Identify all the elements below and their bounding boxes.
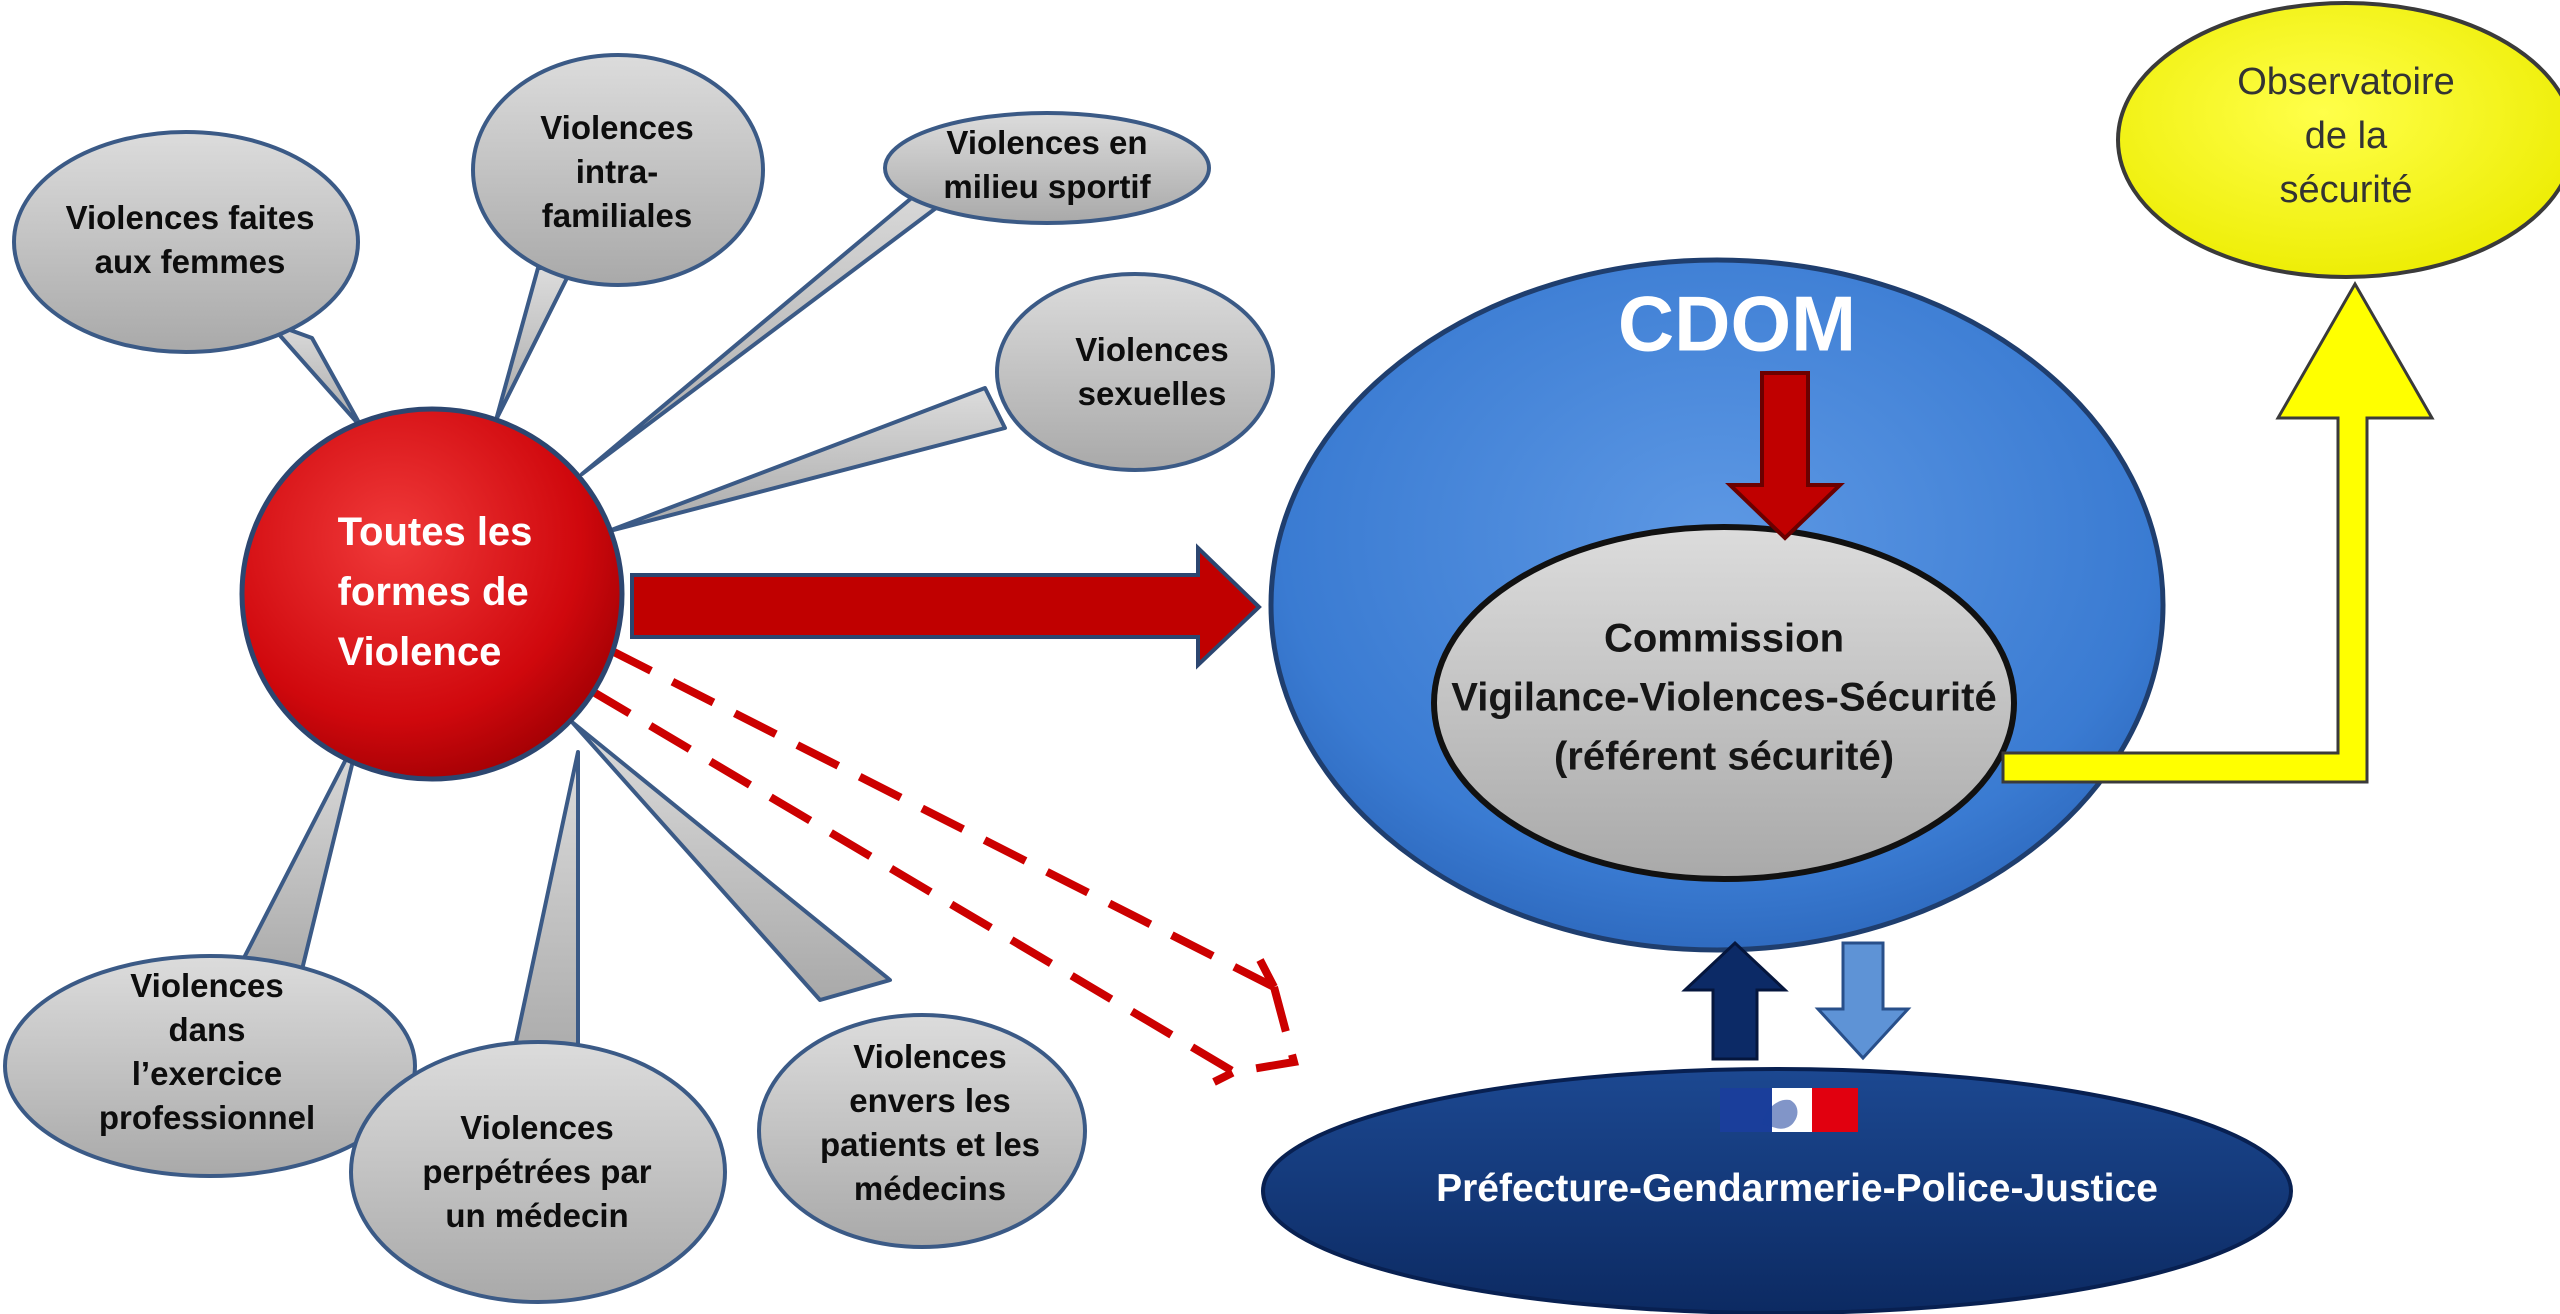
tail-intrafamiliales — [494, 266, 574, 422]
observatoire-ellipse — [2116, 1, 2560, 279]
marianne-flag-icon — [1720, 1088, 1858, 1132]
prefecture-label: Préfecture-Gendarmerie-Police-Justice — [1436, 1167, 2158, 1210]
center-label: Toutes les formes de Violence — [337, 510, 533, 674]
prefecture-ellipse — [1261, 1067, 2293, 1314]
flag-red-stripe — [1812, 1088, 1858, 1132]
cdom-to-prefecture-arrow — [1814, 941, 1912, 1061]
label-violences-femmes: Violences faites aux femmes — [65, 199, 315, 280]
bubble-sexuelles — [995, 272, 1275, 472]
tail-sexuelles — [604, 386, 1007, 534]
bubble-medecin — [349, 1040, 727, 1304]
label-violences-intrafamiliales: Violences intra- familiales — [540, 109, 694, 234]
tail-patients — [570, 720, 892, 1002]
bubble-femmes — [12, 130, 360, 354]
cdom-to-commission-arrow — [1725, 371, 1845, 541]
bubble-intrafamiliales — [471, 53, 765, 287]
tail-professionnel — [228, 730, 362, 988]
label-violences-professionnel: Violences dans l’exercice professionnel — [98, 967, 316, 1136]
commission-ellipse — [1431, 524, 2017, 882]
center-to-prefecture-dashed-arrow — [587, 646, 1299, 1086]
commission-to-observatoire-arrow — [2001, 280, 2435, 784]
tail-medecin — [508, 750, 580, 1072]
cdom-label: CDOM — [1617, 279, 1857, 368]
prefecture-to-cdom-arrow — [1681, 940, 1789, 1061]
tail-femmes — [266, 320, 364, 430]
label-violences-sportif: Violences en milieu sportif — [943, 124, 1151, 205]
observatoire-label: Observatoire de la sécurité — [2237, 61, 2455, 211]
marianne-profile — [1762, 1099, 1798, 1129]
commission-label: Commission Vigilance-Violences-Sécurité … — [1451, 616, 1997, 779]
label-violences-sexuelles: Violences sexuelles — [1075, 331, 1229, 412]
center-to-cdom-arrow — [630, 543, 1262, 670]
bubble-patients — [757, 1013, 1087, 1249]
bubble-sportif — [883, 111, 1211, 225]
label-violences-medecin: Violences perpétrées par un médecin — [422, 1109, 652, 1234]
bubble-professionnel — [3, 954, 417, 1178]
label-violences-patients: Violences envers les patients et les méd… — [819, 1038, 1041, 1207]
bubble-tails — [228, 168, 1007, 1072]
dashed-arrow-head — [1212, 958, 1299, 1086]
dashed-arrow-upper-line — [608, 646, 1276, 991]
flag-blue-stripe — [1720, 1088, 1772, 1132]
dashed-arrow-lower-line — [587, 686, 1237, 1076]
bubble-bodies — [3, 53, 1275, 1304]
center-circle — [239, 406, 625, 782]
